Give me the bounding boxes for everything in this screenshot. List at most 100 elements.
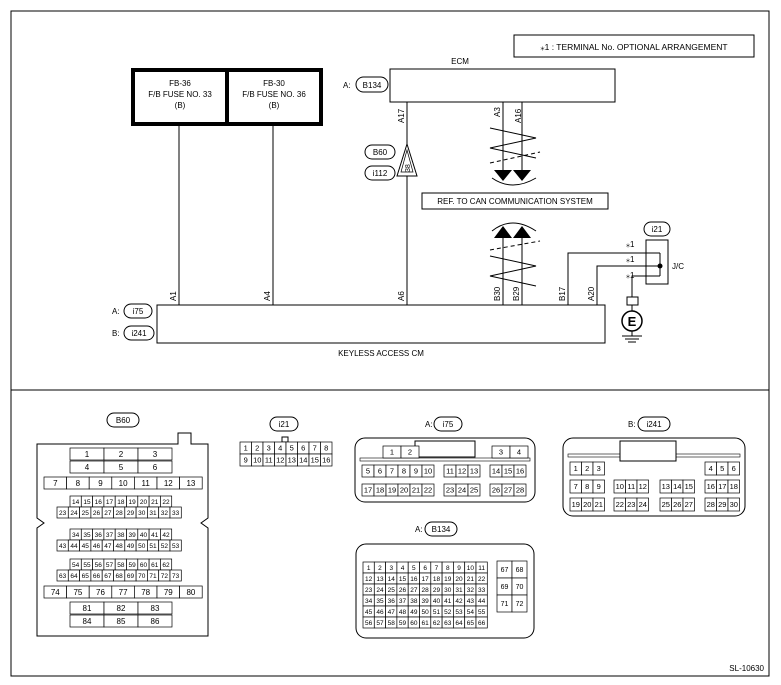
jc-star-1: ⁎1 [626, 240, 635, 249]
pin-number: 12 [458, 467, 466, 476]
pin-number: 63 [59, 573, 67, 580]
pin-number: 19 [129, 499, 137, 506]
pin-number: 10 [616, 482, 624, 491]
pin-number: 25 [82, 510, 90, 517]
ecm-pin-a3: A3 [493, 107, 502, 117]
pin-number: 56 [95, 562, 103, 569]
pin-number: 31 [149, 510, 157, 517]
i241-housing [562, 437, 746, 517]
pin-number: 36 [388, 598, 396, 605]
keyless-pin-a20: A20 [587, 286, 596, 301]
pin-number: 15 [685, 482, 693, 491]
pin-number: 25 [470, 486, 478, 495]
pin-number: 23 [627, 500, 635, 509]
pin-number: 45 [82, 543, 90, 550]
pin-number: 65 [467, 620, 475, 627]
pin-number: 20 [583, 500, 591, 509]
pin-number: 24 [458, 486, 466, 495]
keyless-box [156, 304, 606, 344]
pin-number: 6 [378, 467, 382, 476]
pin-cell [137, 447, 173, 461]
pin-number: 19 [388, 486, 396, 495]
pin-number: 47 [388, 609, 396, 616]
pin-number: 19 [572, 500, 580, 509]
pin-number: 59 [129, 562, 137, 569]
pin-number: 10 [467, 565, 475, 572]
jc-star-2: ⁎1 [626, 255, 635, 264]
pin-number: 44 [70, 543, 78, 550]
pin-number: 21 [412, 486, 420, 495]
pin-number: 34 [72, 532, 80, 539]
pin-number: 30 [138, 510, 146, 517]
pin-number: 11 [478, 565, 485, 572]
pin-number: 46 [376, 609, 384, 616]
pin-number: 18 [376, 486, 384, 495]
i75-face-badge [433, 416, 463, 432]
pin-number: 39 [422, 598, 430, 605]
pin-number: 42 [455, 598, 463, 605]
pin-cell [682, 497, 695, 512]
pin-cell [592, 479, 605, 494]
pin-cell [592, 461, 605, 476]
pin-number: 26 [673, 500, 681, 509]
pin-number: 37 [399, 598, 407, 605]
pin-number: 27 [104, 510, 112, 517]
pin-number: 9 [98, 479, 103, 488]
b134-face-label: B134 [432, 525, 451, 534]
pin-cell [727, 497, 740, 512]
pin-number: 8 [324, 444, 328, 453]
pin-number: 10 [119, 479, 128, 488]
pin-number: 51 [433, 609, 441, 616]
pin-number: 16 [410, 576, 418, 583]
pin-number: 67 [501, 567, 509, 574]
pin-number: 11 [446, 467, 454, 476]
ecm-connector-badge [355, 76, 389, 93]
can-arc-top [491, 177, 537, 186]
twisted-pair-top [489, 127, 537, 159]
b134-face-prefix: A: [415, 525, 423, 534]
pin-number: 28 [116, 510, 124, 517]
pin-cell [727, 479, 740, 494]
pin-number: 12 [639, 482, 647, 491]
pin-number: 1 [390, 448, 394, 457]
pin-number: 84 [83, 617, 92, 626]
pin-number: 2 [119, 450, 124, 459]
pin-number: 48 [116, 543, 124, 550]
pin-number: 24 [639, 500, 647, 509]
pin-cell [421, 483, 435, 497]
ecm-box [389, 68, 616, 103]
keyless-pin-a1: A1 [169, 291, 178, 301]
pin-number: 14 [299, 456, 307, 465]
pin-number: 76 [96, 588, 105, 597]
i21-key [281, 436, 289, 443]
fuse-36-line1: FB-30 [263, 79, 285, 88]
pin-cell [467, 483, 481, 497]
outer-frame [10, 10, 770, 677]
can-arc-bottom [491, 222, 537, 232]
pin-number: 8 [446, 565, 450, 572]
pin-number: 14 [673, 482, 681, 491]
pin-cell [137, 601, 173, 615]
twisted-pair-bottom [489, 255, 537, 287]
pin-number: 77 [119, 588, 128, 597]
pin-number: 16 [707, 482, 715, 491]
pin-number: 20 [400, 486, 408, 495]
i75-face-label: i75 [443, 420, 454, 429]
pin-cell [592, 497, 605, 512]
arrow-down-icon [494, 170, 512, 181]
pin-number: 58 [117, 562, 125, 569]
pin-number: 68 [516, 567, 524, 574]
pin-cell [682, 479, 695, 494]
pin-cell [320, 453, 333, 467]
pin-cell [513, 464, 527, 478]
pin-number: 48 [399, 609, 407, 616]
arrow-up-icon [513, 226, 531, 238]
pin-number: 35 [376, 598, 384, 605]
pin-number: 18 [433, 576, 441, 583]
pin-number: 15 [399, 576, 407, 583]
pin-number: 37 [106, 532, 114, 539]
pin-number: 81 [83, 604, 92, 613]
i112-badge [364, 165, 396, 181]
